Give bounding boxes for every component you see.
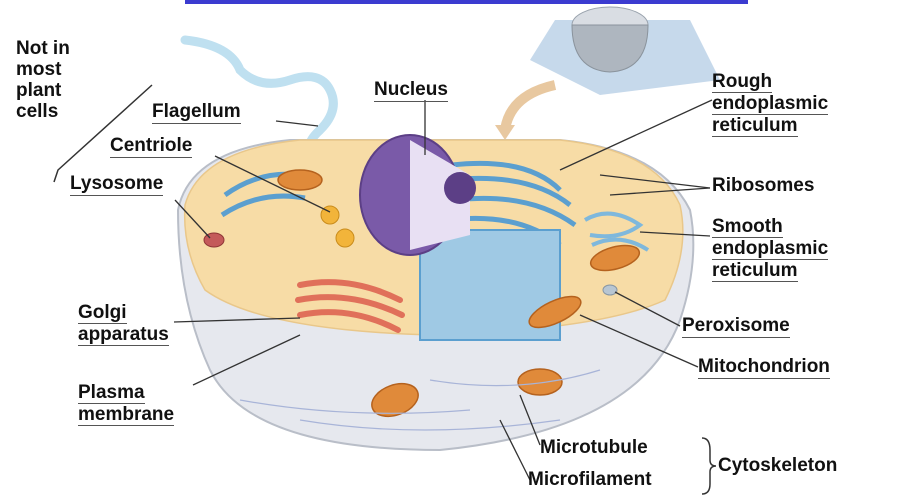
peroxisome-label: Peroxisome [682,315,790,338]
label-line: cells [16,101,58,122]
cytoskeleton-bracket [702,438,716,494]
label-line: Not in [16,38,70,59]
label-line: apparatus [78,324,169,346]
label-line: endoplasmic [712,93,828,115]
smooth-er-label: Smooth endoplasmic reticulum [712,216,828,282]
golgi-label: Golgi apparatus [78,302,169,346]
label-line: Smooth [712,216,783,238]
microtubule-label: Microtubule [540,437,648,458]
rough-er-label: Rough endoplasmic reticulum [712,71,828,137]
mitochondrion-label: Mitochondrion [698,356,830,379]
label-line: reticulum [712,260,798,282]
label-line: membrane [78,404,174,426]
top-banner-line [185,0,748,4]
cross-section-inset-icon [495,7,720,140]
microfilament-label: Microfilament [528,469,652,490]
ribosomes-label: Ribosomes [712,175,814,196]
label-line: reticulum [712,115,798,137]
not-in-plant-cells-label: Not in most plant cells [16,38,70,122]
label-line: endoplasmic [712,238,828,260]
centriole-label: Centriole [110,135,192,158]
label-line: Plasma [78,382,145,404]
lysosome-label: Lysosome [70,173,163,196]
label-line: Rough [712,71,772,93]
peroxisome-shape [603,285,617,295]
label-line: Golgi [78,302,127,324]
label-line: most [16,59,61,80]
label-line: plant [16,80,61,101]
nucleus-label: Nucleus [374,79,448,102]
cytoskeleton-label: Cytoskeleton [718,455,837,476]
plasma-membrane-label: Plasma membrane [78,382,174,426]
flagellum-label: Flagellum [152,101,241,124]
